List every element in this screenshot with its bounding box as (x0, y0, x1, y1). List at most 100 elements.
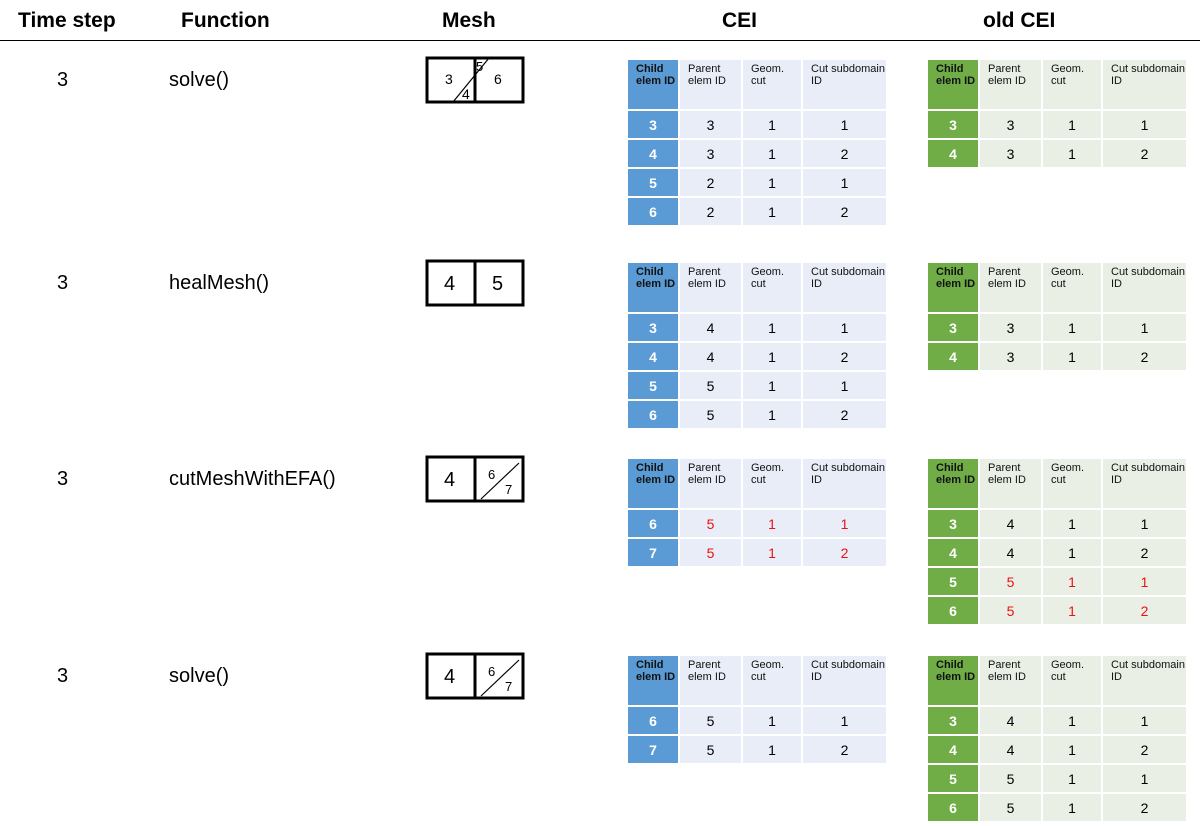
parent-elem-id: 5 (678, 370, 743, 401)
mesh-label: 3 (445, 71, 453, 87)
mesh-label: 5 (492, 273, 503, 295)
crack-line (480, 462, 520, 500)
function-name: healMesh() (169, 272, 270, 294)
child-elem-id: 3 (926, 705, 980, 736)
parent-elem-id: 4 (978, 734, 1043, 765)
parent-elem-id: 5 (978, 595, 1043, 626)
cut-subdomain-id: 2 (801, 138, 888, 169)
child-elem-id: 5 (626, 167, 680, 198)
parent-elem-id: 5 (978, 792, 1043, 823)
child-elem-id: 3 (926, 109, 980, 140)
mesh-label: 4 (462, 86, 470, 102)
geom-cut: 1 (1041, 341, 1103, 372)
geom-cut: 1 (1041, 537, 1103, 568)
child-elem-id: 5 (926, 566, 980, 597)
cut-subdomain-id: 2 (1101, 734, 1188, 765)
cut-subdomain-id: 2 (801, 734, 888, 765)
column-header: Cut subdomain ID (801, 58, 888, 111)
column-header: Geom. cut (741, 457, 803, 510)
geom-cut: 1 (741, 312, 803, 343)
time-step-value: 3 (57, 272, 69, 294)
geom-cut: 1 (1041, 734, 1103, 765)
parent-elem-id: 3 (978, 138, 1043, 169)
column-header: Child elem ID (626, 58, 680, 111)
geom-cut: 1 (741, 508, 803, 539)
cut-subdomain-id: 1 (1101, 312, 1188, 343)
cut-subdomain-id: 1 (801, 109, 888, 140)
child-elem-id: 5 (626, 370, 680, 401)
column-header: Geom. cut (1041, 261, 1103, 314)
column-header: Cut subdomain ID (1101, 457, 1188, 510)
mesh-element-right (473, 455, 525, 503)
cut-subdomain-id: 1 (1101, 705, 1188, 736)
child-elem-id: 7 (626, 537, 680, 568)
parent-elem-id: 3 (978, 341, 1043, 372)
child-elem-id: 5 (926, 763, 980, 794)
cut-subdomain-id: 2 (1101, 138, 1188, 169)
parent-elem-id: 5 (678, 734, 743, 765)
parent-elem-id: 5 (678, 705, 743, 736)
header-divider (0, 40, 1200, 41)
geom-cut: 1 (741, 734, 803, 765)
parent-elem-id: 3 (978, 312, 1043, 343)
mesh-diagram: 4 5 (425, 259, 525, 307)
column-header: Cut subdomain ID (1101, 58, 1188, 111)
header-cei: CEI (722, 9, 758, 32)
geom-cut: 1 (741, 399, 803, 430)
mesh-element-right (473, 259, 525, 307)
header-function: Function (181, 9, 270, 32)
cut-subdomain-id: 2 (801, 399, 888, 430)
mesh-label: 6 (488, 664, 495, 679)
cut-subdomain-id: 2 (1101, 792, 1188, 823)
mesh-label: 4 (444, 273, 455, 295)
header-old-cei: old CEI (983, 9, 1056, 32)
geom-cut: 1 (741, 705, 803, 736)
geom-cut: 1 (1041, 705, 1103, 736)
parent-elem-id: 4 (978, 537, 1043, 568)
mesh-label: 4 (444, 469, 455, 491)
child-elem-id: 7 (626, 734, 680, 765)
column-header: Child elem ID (926, 58, 980, 111)
cut-subdomain-id: 2 (801, 341, 888, 372)
cut-subdomain-id: 2 (801, 196, 888, 227)
mesh-element-right (473, 652, 525, 700)
time-step-value: 3 (57, 69, 69, 91)
child-elem-id: 4 (926, 734, 980, 765)
geom-cut: 1 (741, 537, 803, 568)
child-elem-id: 3 (626, 109, 680, 140)
cut-subdomain-id: 2 (801, 537, 888, 568)
cut-subdomain-id: 2 (1101, 595, 1188, 626)
child-elem-id: 6 (626, 508, 680, 539)
cut-subdomain-id: 1 (801, 370, 888, 401)
mesh-label: 7 (505, 482, 512, 497)
geom-cut: 1 (1041, 566, 1103, 597)
parent-elem-id: 5 (678, 399, 743, 430)
time-step-value: 3 (57, 665, 69, 687)
mesh-diagram: 3 4 5 6 (425, 56, 525, 104)
geom-cut: 1 (1041, 312, 1103, 343)
crack-line (480, 659, 520, 697)
column-header: Parent elem ID (978, 261, 1043, 314)
parent-elem-id: 2 (678, 167, 743, 198)
cut-subdomain-id: 2 (1101, 341, 1188, 372)
